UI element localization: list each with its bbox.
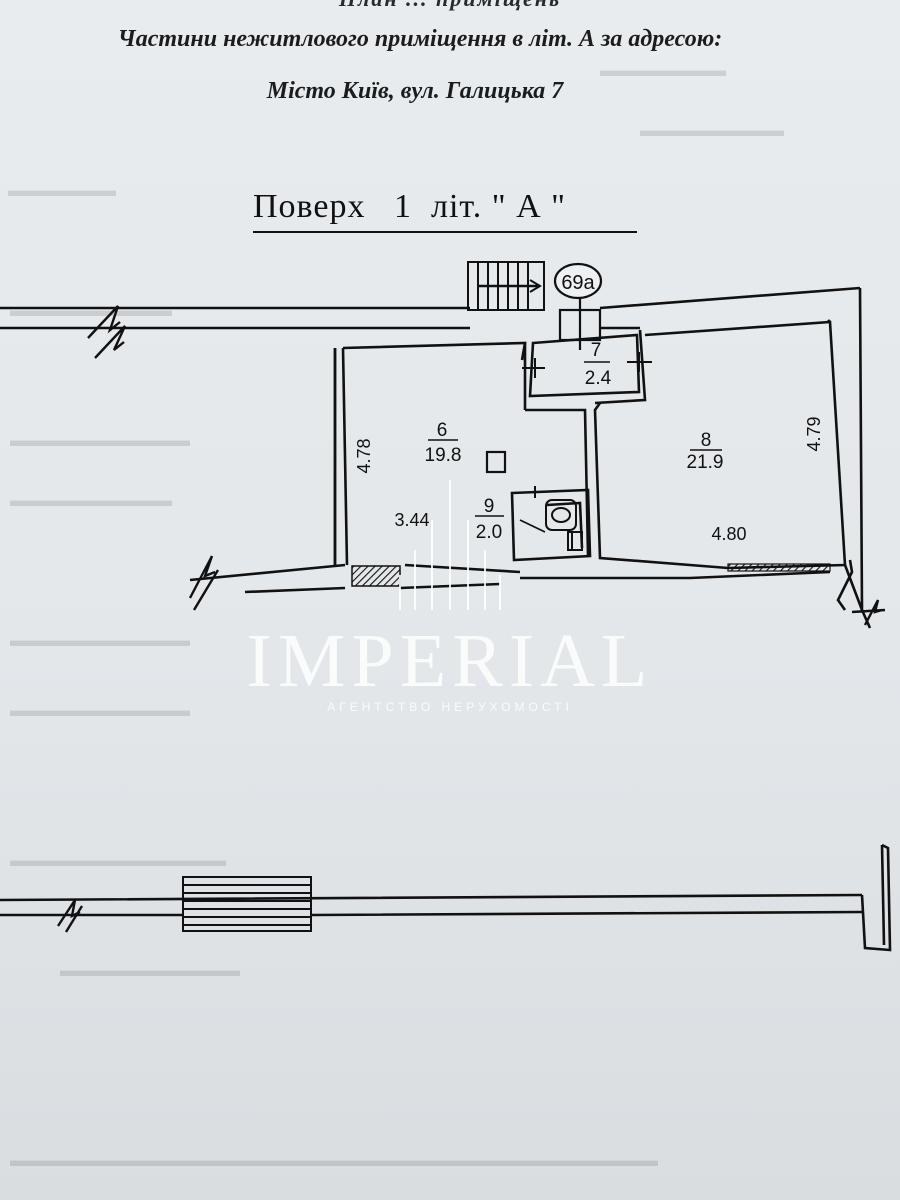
break-symbol-bottom-left <box>56 899 84 933</box>
stairs-top <box>467 261 545 311</box>
break-symbol-mid-left <box>188 555 220 611</box>
floor-title: Поверх 1 літ. " А " <box>253 188 567 225</box>
stairs-bottom <box>182 876 312 932</box>
break-symbol-right <box>863 599 883 626</box>
room-9-label: 9 2.0 <box>475 496 504 543</box>
room-6-label: 6 19.8 <box>425 420 462 466</box>
dim-room6-width: 3.44 <box>394 510 429 530</box>
outer-right-wall <box>858 287 886 946</box>
hatched-wall-right <box>727 563 831 572</box>
wall-break-symbols <box>56 305 883 933</box>
room-8-area: 21.9 <box>687 452 724 473</box>
dim-room8-height: 4.79 <box>804 416 824 451</box>
header-line-1: Частини нежитлового приміщення в літ. А … <box>117 26 723 52</box>
outer-top-wall <box>0 306 470 330</box>
room-8-number: 8 <box>701 430 712 451</box>
room-8-outer <box>827 319 854 611</box>
dim-room6-height: 4.78 <box>354 438 374 473</box>
header-top-partial: План ... приміщень <box>0 0 900 12</box>
marker-69a: 69а <box>553 262 603 300</box>
watermark-logo-icon <box>399 480 501 610</box>
watermark-brand: IMPERIAL <box>246 619 654 703</box>
room-6-column <box>485 450 507 474</box>
room-6-area: 19.8 <box>425 445 462 466</box>
entrance-vestibule <box>558 296 602 350</box>
header-line-2: Місто Київ, вул. Галицька 7 <box>266 78 564 104</box>
hatched-wall-left <box>351 565 401 587</box>
marker-label: 69а <box>561 272 595 294</box>
room-9-number: 9 <box>484 496 495 517</box>
room-8-label: 8 21.9 <box>687 430 724 473</box>
outer-top-wall-right <box>599 286 861 330</box>
room-6-number: 6 <box>437 420 448 441</box>
room-9-leader <box>519 519 546 533</box>
room-7-walls <box>528 333 641 398</box>
room-7-number: 7 <box>591 340 602 361</box>
lower-wall <box>189 563 831 582</box>
room-9-area: 2.0 <box>476 522 502 543</box>
bottom-right-return <box>860 843 892 952</box>
room-7-label: 7 2.4 <box>584 340 612 389</box>
dim-room8-width: 4.80 <box>711 524 746 544</box>
room-9-walls <box>510 488 592 562</box>
watermark-subtitle: АГЕНТСТВО НЕРУХОМОСТІ <box>327 700 573 714</box>
room-7-area: 2.4 <box>585 368 612 389</box>
break-symbol-top-left <box>87 305 127 359</box>
floor-title-underline <box>253 231 637 233</box>
door-ticks <box>522 352 652 498</box>
toilet-fixture <box>545 499 583 551</box>
room-7-outer <box>523 329 647 410</box>
bottom-wall <box>0 893 863 917</box>
